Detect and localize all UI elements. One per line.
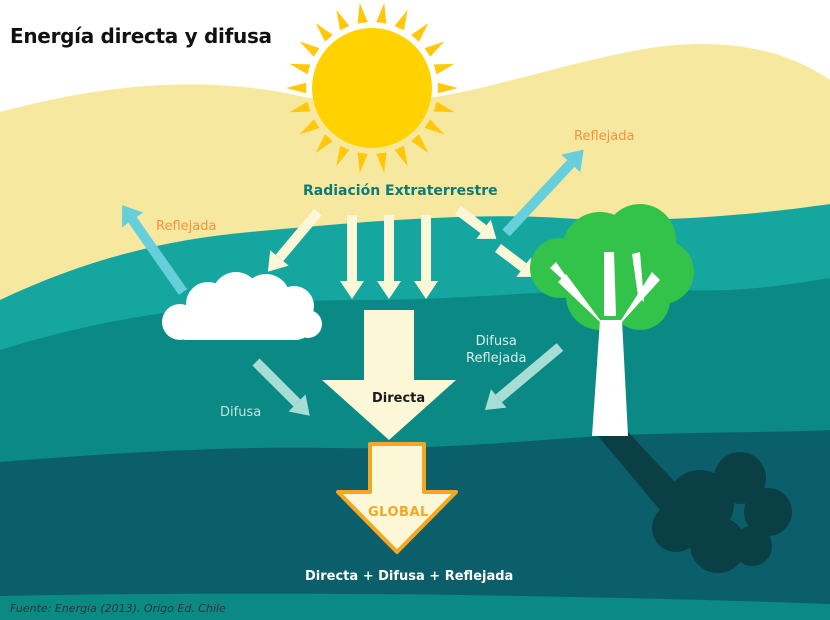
- sun-ray: [437, 82, 458, 94]
- tree-shadow: [598, 432, 792, 573]
- sun-ray: [336, 9, 350, 31]
- sun-ray: [411, 134, 429, 153]
- sun-ray: [315, 23, 333, 42]
- directa-big-arrow: [322, 310, 456, 440]
- arrow-to-tree-upper: [454, 206, 497, 239]
- sun-ray: [286, 82, 307, 94]
- sun-ray: [315, 134, 333, 153]
- sun-ray: [424, 119, 445, 135]
- sun-ray: [289, 63, 311, 75]
- sun-ray: [411, 23, 429, 42]
- incoming-radiation-arrows: [267, 206, 537, 440]
- sun-ray: [394, 9, 408, 31]
- sun-ray: [424, 41, 445, 57]
- label-radiacion-extraterrestre: Radiación Extraterrestre: [303, 183, 498, 199]
- difusa-reflejada-arrow: [484, 343, 564, 410]
- source-caption: Fuente: Energía (2013). Origo Ed. Chile: [10, 602, 226, 615]
- label-difusa: Difusa: [220, 405, 262, 420]
- direct-ray-3: [414, 215, 438, 299]
- sun-ray: [357, 152, 368, 174]
- cloud-icon: [162, 272, 322, 340]
- sun-ray: [299, 119, 320, 135]
- label-reflejada-left: Reflejada: [156, 219, 217, 234]
- sun-ray: [357, 2, 368, 24]
- sun-icon: [286, 2, 458, 174]
- sun-ray: [376, 152, 387, 174]
- sun-ray: [289, 101, 311, 113]
- sun-ray: [433, 101, 455, 113]
- reflected-arrows: [121, 149, 584, 295]
- sun-ray: [336, 145, 350, 167]
- sun-ray: [394, 145, 408, 167]
- label-difusa-reflejada-line2: Reflejada: [466, 351, 527, 366]
- reflejada-arrow-right: [502, 149, 584, 237]
- arrow-to-cloud: [267, 208, 322, 272]
- difusa-arrow: [252, 358, 310, 416]
- label-global: GLOBAL: [368, 505, 429, 520]
- sun-ray: [433, 63, 455, 75]
- tree-icon: [530, 204, 694, 436]
- page-title: Energía directa y difusa: [10, 24, 272, 48]
- diffuse-arrows: [252, 343, 564, 416]
- sun-ray: [376, 2, 387, 24]
- direct-ray-1: [340, 215, 364, 299]
- direct-ray-2: [377, 215, 401, 299]
- reflejada-arrow-left: [121, 205, 188, 295]
- label-difusa-reflejada: Difusa Reflejada: [466, 333, 526, 367]
- global-arrow: [336, 442, 458, 554]
- label-reflejada-right: Reflejada: [574, 129, 635, 144]
- label-difusa-reflejada-line1: Difusa: [475, 334, 517, 349]
- sun-ray: [299, 41, 320, 57]
- label-formula: Directa + Difusa + Reflejada: [305, 569, 514, 584]
- label-directa: Directa: [372, 391, 426, 406]
